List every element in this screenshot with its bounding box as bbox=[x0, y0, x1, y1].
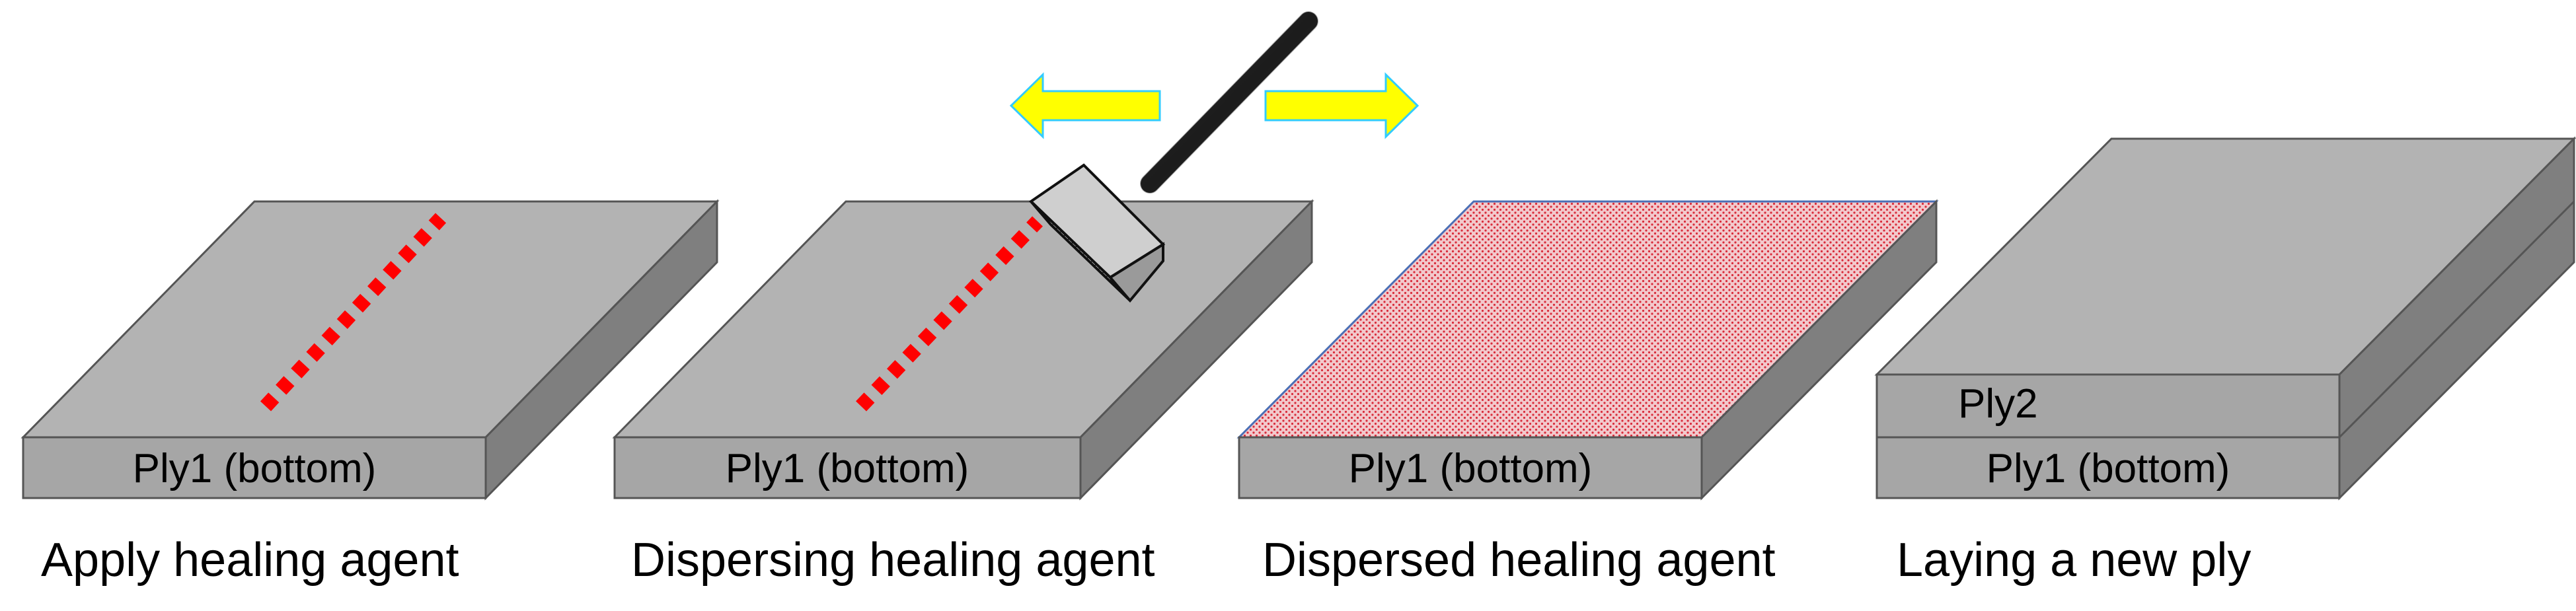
ply-stack-step-3: Ply1 (bottom) bbox=[1236, 199, 1939, 501]
ply2-label: Ply2 bbox=[1958, 381, 2038, 427]
ply-stack-step-1: Ply1 (bottom) bbox=[20, 199, 720, 501]
ply2-front-face bbox=[1875, 373, 2341, 439]
step-caption-dispersing: Dispersing healing agent bbox=[631, 534, 1155, 587]
ply1-label: Ply1 (bottom) bbox=[726, 446, 969, 491]
arrow-right-icon bbox=[1264, 72, 1420, 139]
step-caption-apply: Apply healing agent bbox=[41, 534, 459, 587]
step-caption-new-ply: Laying a new ply bbox=[1897, 534, 2252, 587]
arrow-left-icon bbox=[1009, 72, 1161, 139]
step-caption-dispersed: Dispersed healing agent bbox=[1262, 534, 1776, 587]
ply1-front-face bbox=[1238, 436, 1703, 499]
ply1-front-face bbox=[613, 436, 1082, 499]
ply1-label: Ply1 (bottom) bbox=[1349, 446, 1593, 491]
ply1-front-face bbox=[1875, 436, 2341, 499]
ply1-label: Ply1 (bottom) bbox=[1987, 446, 2230, 491]
ply-stack-step-4: Ply2 Ply1 (bottom) bbox=[1874, 136, 2576, 501]
healing-agent-line bbox=[856, 216, 1043, 412]
ply-side-divider bbox=[2338, 200, 2575, 439]
brush-roller-icon bbox=[1028, 11, 1318, 303]
ply1-front-face bbox=[22, 436, 487, 499]
ply-stack-step-2: Ply1 (bottom) bbox=[612, 199, 1314, 501]
ply1-label: Ply1 (bottom) bbox=[133, 446, 377, 491]
